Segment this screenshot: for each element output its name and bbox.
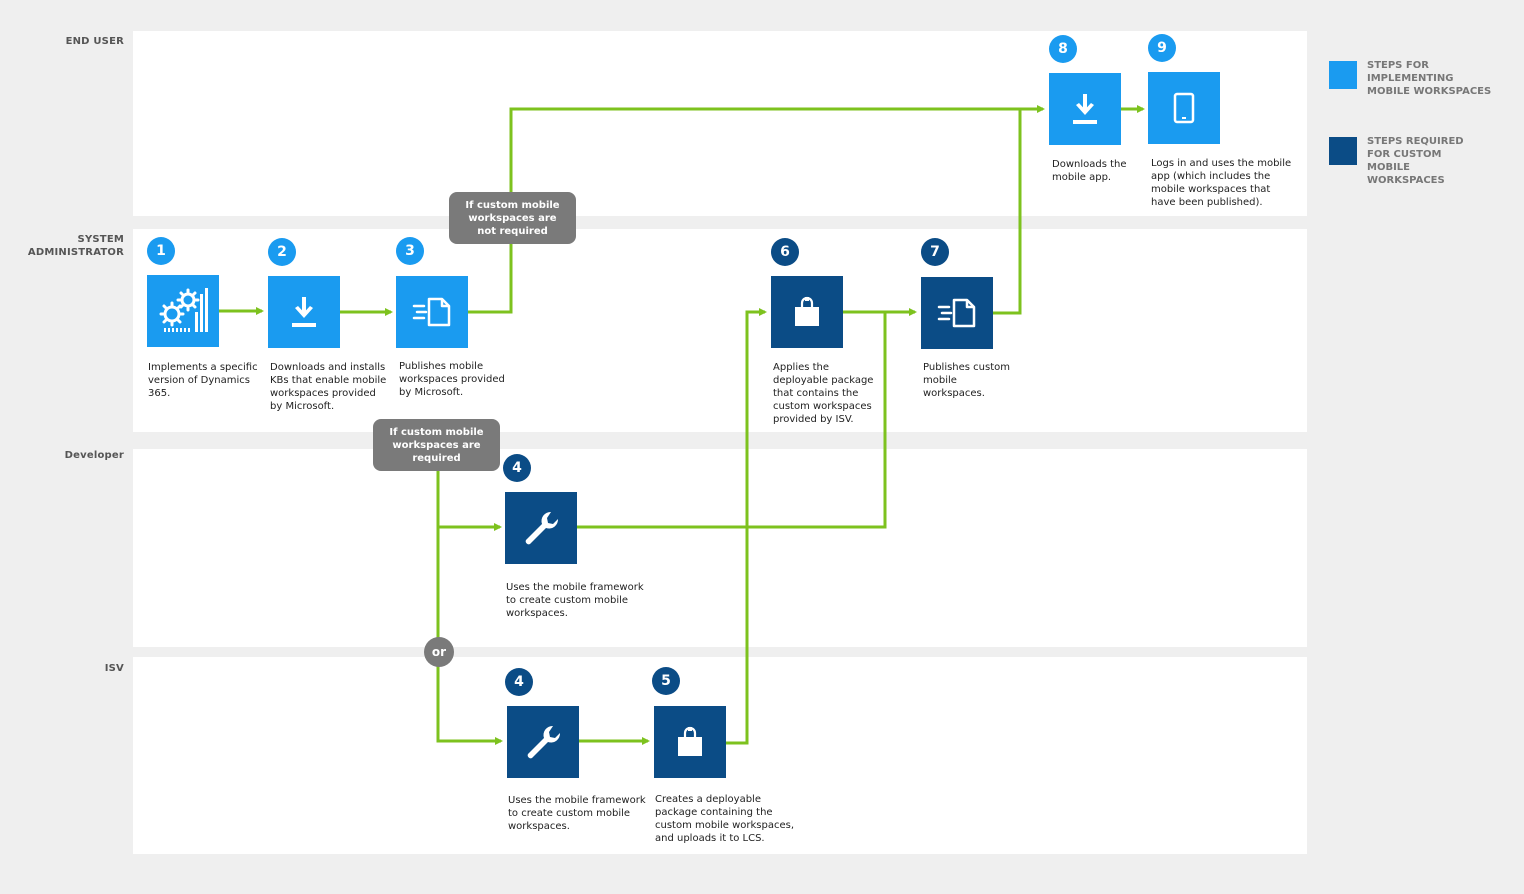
publish-document-icon — [937, 298, 976, 328]
step-number-3: 3 — [396, 237, 424, 265]
step-6-description: Applies the deployable package that cont… — [773, 362, 874, 425]
step-4-isv-tile — [507, 706, 579, 778]
wrench-icon — [527, 725, 561, 759]
lane-label-isv: ISV — [104, 663, 124, 674]
step-9-tile — [1148, 72, 1220, 144]
step-number-9: 9 — [1148, 34, 1176, 62]
badge-custom-not-required: If custom mobile workspaces are not requ… — [449, 192, 576, 244]
step-number-4-developer: 4 — [503, 454, 531, 482]
package-bag-icon — [795, 296, 819, 326]
step-2-tile — [268, 276, 340, 348]
legend-swatch-implementing — [1329, 61, 1357, 89]
or-badge: or — [424, 637, 454, 667]
connector-4dev-to-7 — [577, 312, 887, 529]
step-number-6: 6 — [771, 238, 799, 266]
step-5-description: Creates a deployable package containing … — [655, 794, 795, 844]
lane-label-developer: Developer — [64, 450, 124, 461]
step-9-description: Logs in and uses the mobile app (which i… — [1151, 158, 1292, 208]
step-number-1: 1 — [147, 237, 175, 265]
step-4-developer-description: Uses the mobile framework to create cust… — [506, 582, 644, 619]
step-1-tile — [147, 275, 219, 347]
step-3-tile — [396, 276, 468, 348]
step-7-description: Publishes custom mobile workspaces. — [923, 362, 1011, 399]
step-8-tile — [1049, 73, 1121, 145]
step-number-8: 8 — [1049, 35, 1077, 63]
connector-7-to-8 — [993, 109, 1022, 315]
legend-label-implementing: STEPS FOR IMPLEMENTING MOBILE WORKSPACES — [1367, 60, 1492, 97]
download-icon — [1073, 94, 1097, 124]
lane-developer — [133, 449, 1307, 647]
badge-custom-required: If custom mobile workspaces are required — [373, 419, 500, 471]
step-7-tile — [921, 277, 993, 349]
legend-label-custom: STEPS REQUIRED FOR CUSTOM MOBILE WORKSPA… — [1367, 136, 1464, 186]
step-5-tile — [654, 706, 726, 778]
step-2-description: Downloads and installs KBs that enable m… — [270, 362, 387, 412]
connector-to-4-isv — [436, 527, 503, 745]
package-bag-icon — [678, 726, 702, 756]
tablet-device-icon — [1173, 92, 1195, 124]
publish-document-icon — [412, 297, 451, 327]
lane-label-system-administrator: SYSTEM ADMINISTRATOR — [27, 234, 124, 258]
step-8-description: Downloads the mobile app. — [1052, 159, 1127, 183]
step-number-2: 2 — [268, 238, 296, 266]
step-6-tile — [771, 276, 843, 348]
step-4-isv-description: Uses the mobile framework to create cust… — [508, 795, 646, 832]
step-number-5: 5 — [652, 667, 680, 695]
legend-swatch-custom — [1329, 137, 1357, 165]
download-icon — [292, 297, 316, 327]
step-4-developer-tile — [505, 492, 577, 564]
step-1-description: Implements a specific version of Dynamic… — [148, 362, 258, 399]
settings-gears-chart-icon — [159, 288, 208, 332]
wrench-icon — [525, 511, 559, 545]
step-3-description: Publishes mobile workspaces provided by … — [399, 361, 505, 398]
step-number-7: 7 — [921, 238, 949, 266]
lane-label-end-user: END USER — [65, 36, 124, 47]
step-number-4-isv: 4 — [505, 668, 533, 696]
